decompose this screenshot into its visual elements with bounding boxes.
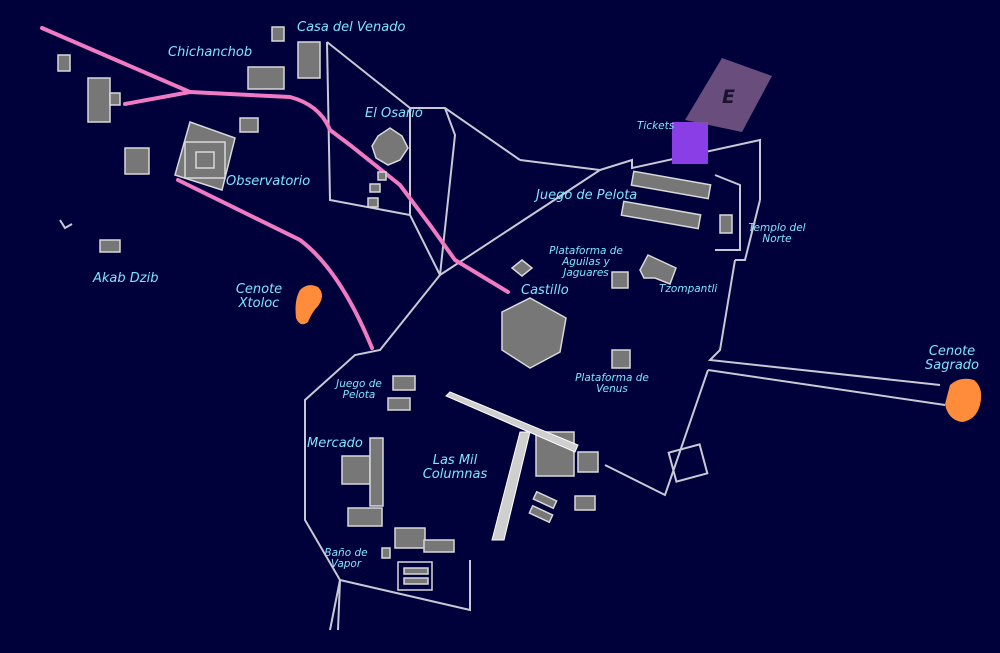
label-tzompantli: Tzompantli (659, 283, 718, 295)
label-juego-de-pelota-small: Juego de Pelota (336, 378, 382, 402)
label-casa-del-venado: Casa del Venado (297, 20, 406, 35)
colonnade (445, 391, 579, 541)
label-las-mil-columnas: Las Mil Columnas (422, 453, 488, 482)
label-akab-dzib: Akab Dzib (93, 271, 159, 286)
label-juego-de-pelota-main: Juego de Pelota (536, 188, 638, 203)
label-cenote-sagrado: Cenote Sagrado (925, 344, 979, 373)
label-templo-del-norte: Templo del Norte (748, 222, 806, 246)
buildings (57, 26, 733, 591)
label-plataforma-venus: Plataforma de Venus (575, 372, 649, 396)
label-castillo: Castillo (521, 283, 569, 298)
entrance-label: E (722, 86, 735, 108)
label-el-osario: El Osario (365, 106, 423, 121)
cenote-sagrado-shape (945, 378, 982, 422)
label-cenote-xtoloc: Cenote Xtoloc (235, 282, 283, 311)
label-mercado: Mercado (307, 436, 363, 451)
cenotes (295, 285, 982, 422)
label-bano-de-vapor: Baño de Vapor (324, 547, 368, 571)
entrance-area (685, 58, 772, 132)
cenote-xtoloc-shape (295, 285, 322, 325)
label-chichanchob: Chichanchob (168, 45, 253, 60)
label-plataforma-aguilas: Plataforma de Aguilas y Jaguares (549, 245, 623, 280)
label-observatorio: Observatorio (226, 174, 311, 189)
walkway-paths (59, 41, 946, 631)
tickets-building (672, 122, 708, 164)
label-tickets: Tickets (637, 120, 675, 132)
main-roads (40, 26, 510, 350)
